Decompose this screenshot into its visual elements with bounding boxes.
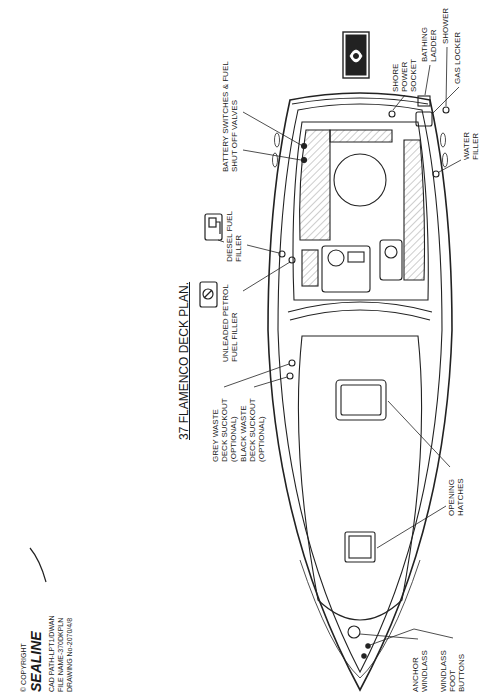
drawing-info: FILE NAME-370DKPLN	[57, 572, 65, 692]
deck-detail	[441, 133, 446, 147]
deck-detail	[393, 95, 405, 110]
deck-detail	[425, 65, 430, 95]
deck-detail	[370, 629, 453, 645]
seating-cushion	[404, 140, 425, 280]
deck-detail	[443, 153, 448, 167]
bathing-platform	[292, 98, 428, 104]
shore-power-socket	[389, 111, 395, 117]
bathing-ladder	[418, 96, 430, 106]
petrol-filler-icon	[200, 282, 217, 307]
deck-detail	[203, 289, 213, 299]
seating-cushion	[330, 130, 392, 142]
callout-label: BATTERY SWITCHES & FUEL SHUT OFF VALVES	[222, 58, 240, 172]
water-filler-dot	[433, 171, 439, 177]
callout-label: OPENING HATCHES	[448, 470, 466, 516]
fuel-valve	[302, 158, 307, 163]
callout-label: DIESEL FUEL FILLER	[226, 198, 244, 262]
anchor-windlass	[348, 626, 360, 638]
cockpit-table	[334, 154, 386, 206]
callout-label: GREY WASTE DECK SUCKOUT (OPTIONAL)	[212, 388, 239, 462]
hull-group	[268, 93, 452, 690]
drawing-title: 37 FLAMENCO DECK PLAN.	[178, 235, 191, 440]
bow-pulpit	[300, 560, 420, 678]
callout-label: UNLEADED PETROL FUEL FILLER	[222, 270, 240, 362]
callout-label: BATHING LADDER	[421, 18, 439, 62]
lpg-sign	[343, 32, 369, 78]
seating-cushion	[300, 130, 330, 240]
drawing-info: DRAWING No-2070/4/8	[66, 572, 74, 692]
deck-detail	[254, 377, 287, 387]
callout-label: WATER FILLER	[463, 120, 481, 160]
deck-detail	[354, 54, 359, 59]
deck-detail	[243, 112, 301, 145]
hull-outline	[268, 93, 452, 690]
deck-detail	[205, 214, 222, 240]
cockpit-outline	[293, 122, 428, 300]
deck-detail	[343, 32, 369, 78]
drawing-info: CAD PATH-LPT1/DWAN	[48, 572, 56, 692]
windscreen	[290, 310, 430, 320]
opening-hatch	[341, 385, 381, 415]
leader-lines	[218, 47, 461, 645]
deck-detail	[243, 150, 301, 160]
deck-detail	[275, 133, 280, 147]
callout-label: WINDLASS FOOT BUTTONS	[440, 640, 467, 692]
deck-detail	[377, 506, 446, 548]
deck-detail	[350, 50, 362, 62]
instrument-panel	[348, 252, 364, 262]
deck-detail	[446, 47, 447, 106]
deck-detail	[346, 35, 366, 75]
windlass-button	[362, 654, 366, 658]
wet-bar	[380, 240, 402, 280]
deck-detail	[209, 218, 216, 227]
deck-detail	[216, 222, 220, 234]
coachroof-outline	[298, 336, 421, 620]
gas-locker	[416, 112, 432, 126]
deck-detail	[200, 282, 217, 307]
deck-detail	[388, 401, 450, 467]
callout-label: ANCHOR WINDLASS	[412, 640, 430, 692]
helm-seat	[302, 250, 318, 286]
deck-detail	[243, 262, 290, 291]
deck-detail	[204, 290, 212, 298]
diesel-filler-dot	[279, 251, 285, 257]
company-logo: SEALINE	[29, 602, 45, 692]
grey-waste-dot	[289, 360, 295, 366]
steering-wheel	[328, 250, 344, 266]
helm-console	[322, 246, 370, 292]
windlass-button	[366, 644, 370, 648]
copyright-note: © COPYRIGHT	[20, 612, 28, 692]
deck-detail	[432, 87, 459, 114]
callout-label: BLACK WASTE DECK SUCKOUT (OPTIONAL)	[240, 388, 267, 462]
shower-fitting	[443, 107, 449, 113]
opening-hatch	[336, 380, 386, 420]
opening-hatch	[349, 536, 371, 558]
sink	[385, 246, 397, 258]
opening-hatch	[345, 532, 375, 562]
deck-detail	[218, 240, 224, 242]
callout-label: GAS LOCKER	[454, 20, 463, 84]
callout-label: SHORE POWER SOCKET	[392, 52, 419, 92]
deck-detail	[224, 364, 289, 387]
deck-detail	[360, 634, 418, 639]
diesel-filler-icon	[205, 214, 222, 240]
battery-switch	[302, 144, 307, 149]
logo-swoosh	[30, 548, 46, 582]
deck-detail	[247, 245, 279, 253]
deck-detail	[439, 160, 461, 172]
callout-label: SHOWER	[442, 4, 451, 44]
gunwale-line	[278, 104, 442, 672]
black-waste-dot	[287, 373, 293, 379]
